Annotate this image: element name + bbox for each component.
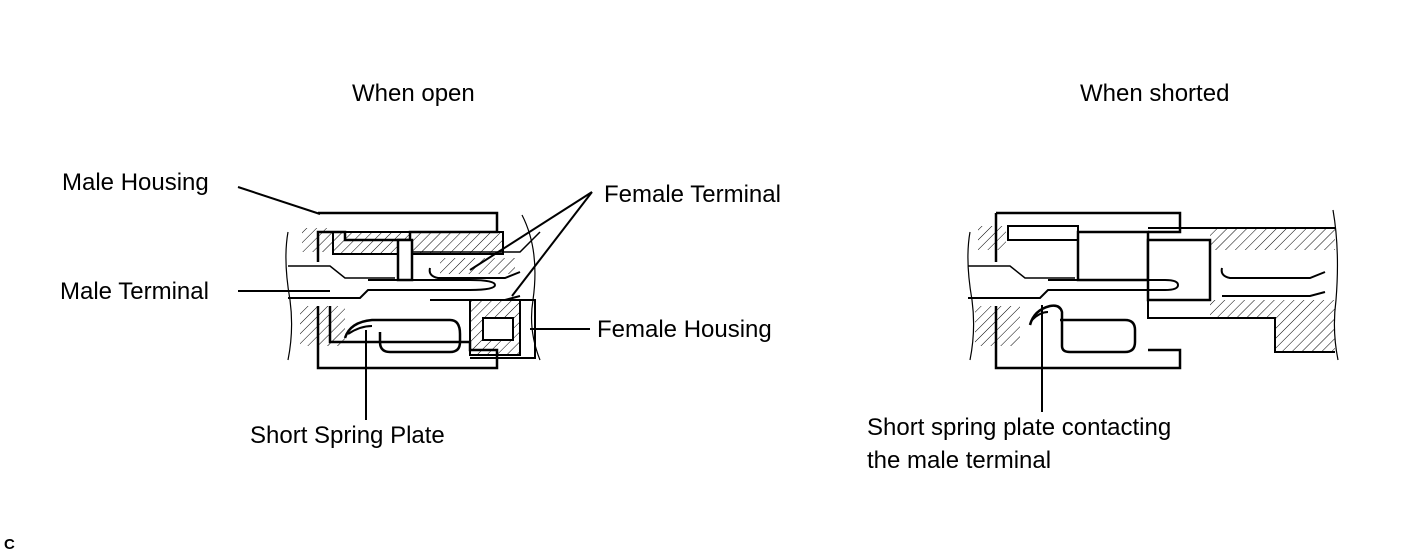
figure-code: C bbox=[4, 536, 15, 553]
label-female-housing: Female Housing bbox=[597, 316, 772, 343]
leader-female-terminal-1 bbox=[469, 191, 593, 271]
label-contact-line2: the male terminal bbox=[867, 447, 1052, 474]
leader-lines-open bbox=[237, 186, 593, 420]
female-terminal-open bbox=[428, 267, 521, 301]
short-spring-plate-open bbox=[343, 318, 462, 354]
male-terminal-shorted bbox=[967, 231, 1180, 361]
label-female-terminal: Female Terminal bbox=[604, 181, 781, 208]
leader-male-housing bbox=[237, 186, 321, 215]
caption-when-open: When open bbox=[352, 80, 475, 107]
shorted-connector bbox=[967, 209, 1339, 370]
caption-when-shorted: When shorted bbox=[1080, 80, 1230, 107]
female-housing-shorted bbox=[1146, 209, 1339, 361]
label-male-terminal: Male Terminal bbox=[60, 278, 209, 305]
label-male-housing: Male Housing bbox=[62, 169, 209, 196]
label-short-spring-plate: Short Spring Plate bbox=[250, 422, 445, 449]
male-housing-shorted bbox=[975, 211, 1182, 370]
male-terminal-open bbox=[285, 231, 497, 361]
short-spring-plate-shorted bbox=[1028, 304, 1137, 354]
label-contact-line1: Short spring plate contacting bbox=[867, 414, 1172, 441]
leader-female-terminal-2 bbox=[511, 191, 593, 297]
